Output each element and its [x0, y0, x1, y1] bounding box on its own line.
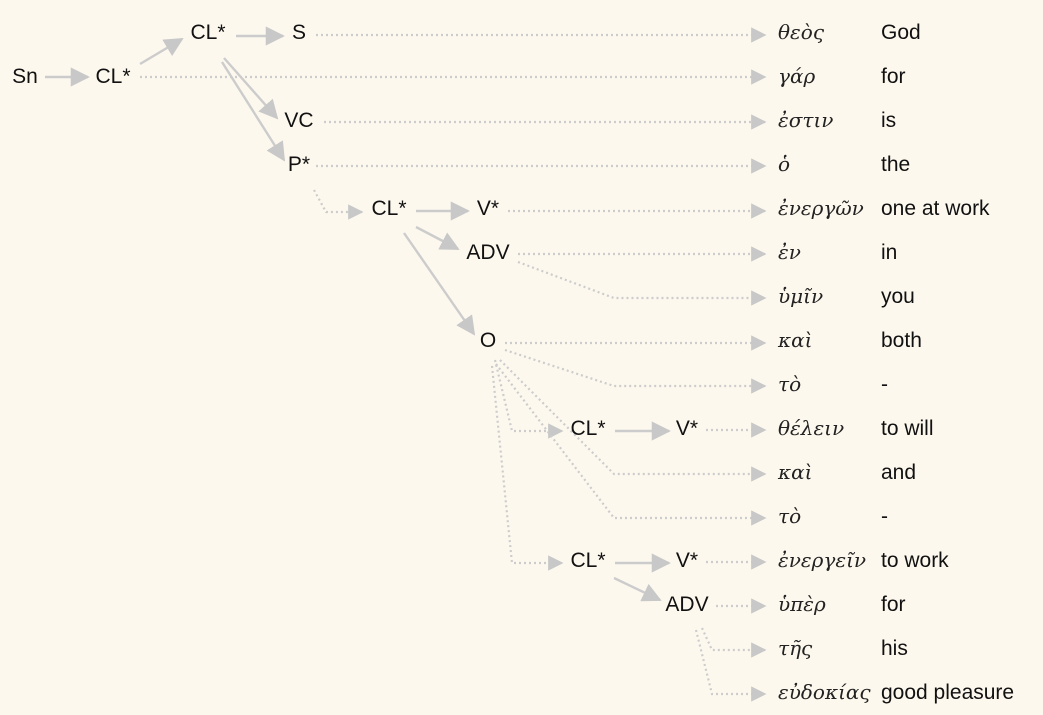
gloss-word: in	[881, 241, 898, 264]
gloss-word: for	[881, 65, 906, 88]
gloss-word: for	[881, 593, 906, 616]
gloss-word: and	[881, 461, 917, 484]
greek-word: τὸ	[778, 371, 802, 396]
node-s: S	[291, 21, 307, 44]
greek-word: τὸ	[778, 503, 802, 528]
node-adv-2: ADV	[665, 593, 709, 616]
greek-word: ὁ	[778, 151, 791, 176]
greek-word: θέλειν	[778, 415, 845, 440]
greek-word: ἐνεργεῖν	[778, 547, 867, 572]
node-v-1: V*	[476, 197, 500, 220]
node-cl-5: CL*	[570, 549, 606, 572]
greek-word: θεὸς	[778, 19, 825, 44]
edge-o-word	[504, 348, 767, 394]
greek-word: εὐδοκίας	[778, 679, 871, 704]
node-v-2: V*	[675, 417, 699, 440]
edge-o-cl	[490, 365, 564, 571]
edge-cl-cl	[139, 37, 184, 66]
greek-word: ὑμῖν	[778, 283, 824, 308]
node-adv-1: ADV	[466, 241, 510, 264]
node-vc: VC	[284, 109, 314, 132]
edge-cl-o	[403, 232, 476, 336]
node-cl-4: CL*	[570, 417, 606, 440]
edge-adv-word	[694, 629, 767, 702]
greek-word: καὶ	[778, 327, 813, 352]
node-cl-2: CL*	[190, 21, 226, 44]
gloss-word: both	[881, 329, 922, 352]
edge-o-word	[499, 359, 767, 482]
gloss-word: God	[881, 21, 921, 44]
greek-word: ἐστιν	[778, 107, 834, 132]
gloss-word: -	[881, 505, 888, 528]
edge-p-cl	[313, 189, 364, 220]
edge-cl-vc	[223, 57, 279, 120]
edge-adv-word	[517, 260, 767, 306]
node-cl-3: CL*	[371, 197, 407, 220]
edge-o-cl	[493, 359, 564, 439]
node-o: O	[479, 329, 497, 352]
gloss-word: is	[881, 109, 897, 132]
greek-word: καὶ	[778, 459, 813, 484]
edge-cl-p	[220, 61, 286, 162]
gloss-word: the	[881, 153, 911, 176]
greek-word: γάρ	[778, 63, 816, 88]
edge-cl-adv	[613, 576, 662, 602]
greek-word: ἐν	[778, 239, 801, 264]
gloss-word: to will	[881, 417, 934, 440]
gloss-word: to work	[881, 549, 949, 572]
gloss-word: -	[881, 373, 888, 396]
greek-word: ἐνεργῶν	[778, 195, 864, 220]
gloss-word: his	[881, 637, 908, 660]
edge-adv-word	[700, 627, 767, 658]
greek-word: ὑπὲρ	[778, 591, 826, 616]
node-sn: Sn	[12, 65, 38, 88]
gloss-word: one at work	[881, 197, 990, 220]
gloss-word: you	[881, 285, 915, 308]
gloss-word: good pleasure	[881, 681, 1015, 704]
node-v-3: V*	[675, 549, 699, 572]
node-cl-1: CL*	[95, 65, 131, 88]
node-p: P*	[287, 153, 311, 176]
edge-cl-adv	[415, 225, 460, 251]
greek-word: τῆς	[778, 635, 813, 660]
